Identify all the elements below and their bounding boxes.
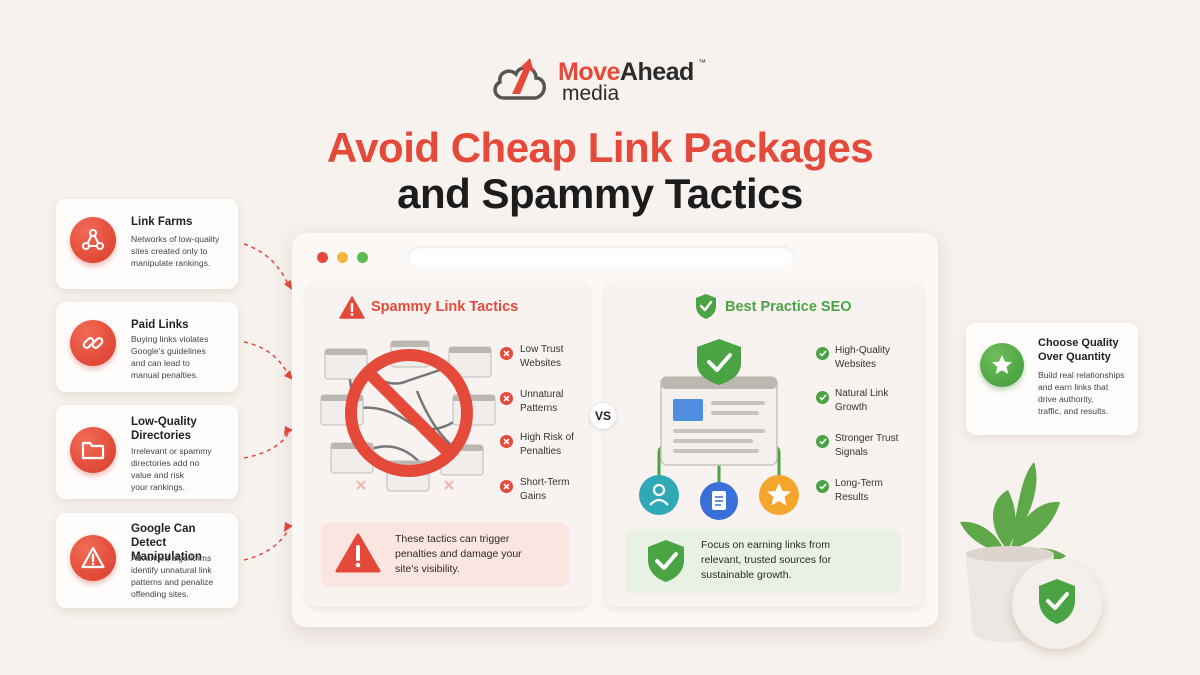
card-title: Paid Links — [131, 319, 189, 331]
card-description: Irrelevant or spammy directories add no … — [131, 446, 212, 492]
brand-name: MoveAhead — [558, 58, 694, 86]
card-title: Choose Quality Over Quantity — [1038, 337, 1119, 363]
headline-line2: and Spammy Tactics — [397, 170, 803, 217]
card-choose-quality: Choose Quality Over Quantity Build real … — [966, 323, 1138, 435]
cloud-arrow-logo-icon — [493, 58, 546, 100]
card-title: Google Can Detect Manipulation — [131, 523, 202, 563]
note-text: These tactics can trigger penalties and … — [395, 533, 522, 575]
brand-subtitle: media — [562, 82, 620, 105]
chain-link-icon — [70, 320, 116, 366]
card-title: Low-Quality Directories — [131, 416, 197, 442]
prohibited-link-network-illustration — [320, 340, 496, 492]
shield-badge — [1012, 559, 1102, 649]
card-description: Build real relationships and earn links … — [1038, 370, 1125, 416]
network-icon — [70, 217, 116, 263]
folder-icon — [70, 427, 116, 473]
quality-link-network-illustration — [639, 339, 799, 520]
panel-best-practice: Best Practice SEO — [605, 283, 923, 607]
headline-line1: Avoid Cheap Link Packages — [326, 124, 874, 171]
panel-spammy-tactics: Spammy Link Tactics — [307, 283, 589, 607]
window-minimize-dot — [337, 252, 348, 263]
shield-check-icon — [648, 540, 684, 582]
shield-check-icon — [696, 294, 716, 319]
card-description: Networks of low-quality sites created on… — [131, 234, 220, 268]
spammy-note: These tactics can trigger penalties and … — [321, 523, 569, 587]
brand-trademark: ™ — [698, 58, 706, 67]
brand-logo: MoveAhead ™ media — [490, 52, 720, 108]
card-link-farms: Link Farms Networks of low-quality sites… — [56, 199, 238, 289]
card-title: Link Farms — [131, 216, 193, 228]
x-mark-icon — [500, 480, 513, 493]
warning-icon — [339, 296, 365, 319]
star-icon — [980, 343, 1024, 387]
shield-check-icon — [1039, 579, 1075, 624]
address-bar — [408, 246, 794, 268]
card-paid-links: Paid Links Buying links violates Google'… — [56, 302, 238, 392]
x-mark-icon — [500, 392, 513, 405]
card-low-quality-directories: Low-Quality Directories Irrelevant or sp… — [56, 405, 238, 499]
note-text: Focus on earning links from relevant, tr… — [701, 539, 832, 581]
window-close-dot — [317, 252, 328, 263]
x-mark-icon — [500, 347, 513, 360]
vs-badge: VS — [590, 403, 616, 429]
card-google-detect: Google Can Detect Manipulation Advanced … — [56, 513, 238, 608]
check-mark-icon — [816, 435, 829, 448]
check-mark-icon — [816, 347, 829, 360]
warning-icon — [70, 535, 116, 581]
dashed-arrows — [243, 243, 293, 561]
best-practice-note: Focus on earning links from relevant, tr… — [625, 529, 901, 593]
warning-icon — [335, 533, 381, 573]
card-description: Advanced algorithms identify unnatural l… — [131, 553, 214, 599]
x-mark-icon — [500, 435, 513, 448]
panel-title: Best Practice SEO — [725, 299, 852, 315]
check-mark-icon — [816, 391, 829, 404]
panel-title: Spammy Link Tactics — [371, 299, 519, 315]
check-mark-icon — [816, 480, 829, 493]
card-description: Buying links violates Google's guideline… — [131, 334, 209, 380]
window-maximize-dot — [357, 252, 368, 263]
browser-window: Spammy Link Tactics — [292, 233, 938, 627]
